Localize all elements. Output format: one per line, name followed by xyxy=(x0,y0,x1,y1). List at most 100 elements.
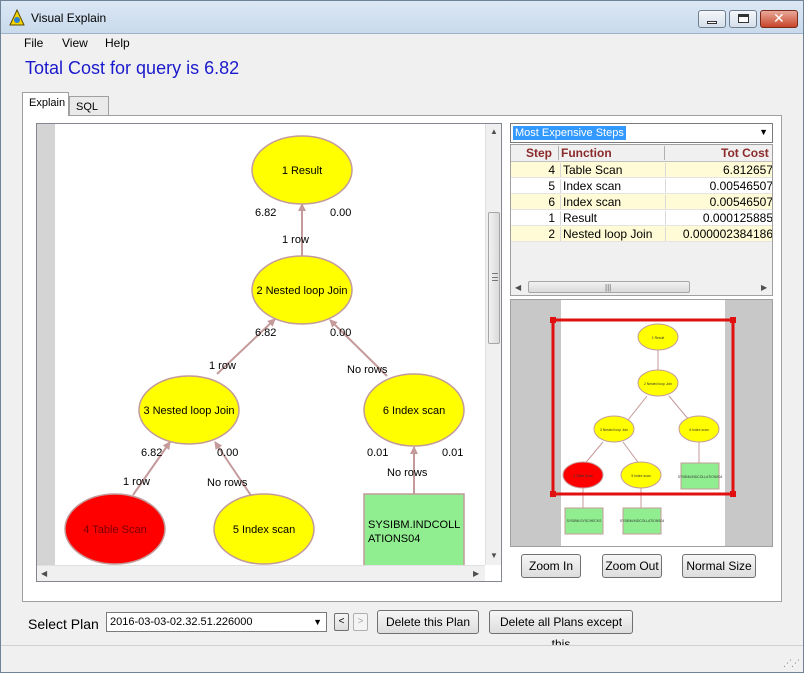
delete-plan-button[interactable]: Delete this Plan xyxy=(377,610,479,634)
node-4-table-scan[interactable] xyxy=(64,493,166,565)
column-function[interactable]: Function xyxy=(561,146,612,160)
node-5-label: 5 Index scan xyxy=(233,524,295,536)
scroll-right-icon[interactable]: ▶ xyxy=(473,569,480,578)
plan-select-value: 2016-03-03-02.32.51.226000 xyxy=(110,616,253,628)
column-divider[interactable] xyxy=(558,146,559,160)
zoom-out-button[interactable]: Zoom Out xyxy=(602,554,662,578)
minimap-node-4 xyxy=(562,461,604,489)
minimap-node-2 xyxy=(637,369,679,397)
minimap-edge xyxy=(627,395,648,421)
viewport-handle[interactable] xyxy=(730,491,736,497)
table-node-label-line1: SYSIBM.INDCOLL xyxy=(368,519,460,531)
window-title: Visual Explain xyxy=(31,11,107,25)
next-plan-button[interactable]: > xyxy=(353,613,368,631)
table-row[interactable]: 4 Table Scan 6.812657 xyxy=(511,162,772,178)
steps-filter-select[interactable]: Most Expensive Steps ▼ xyxy=(510,123,773,143)
minimap-node-1-label: 1 Result xyxy=(652,336,664,340)
minimap-node-6 xyxy=(678,415,720,443)
plan-overview-minimap[interactable]: 1 Result 2 Nested loop Join 3 Nested loo… xyxy=(510,299,773,547)
node-1-label: 1 Result xyxy=(282,165,322,177)
table-node-sysibm-indcollations04[interactable] xyxy=(363,493,465,565)
cell-function: Result xyxy=(560,211,665,225)
cell-cost: 0.000125885 xyxy=(665,211,772,225)
graph-horizontal-scrollbar[interactable]: ◀ ▶ xyxy=(37,565,485,581)
steps-table: Step Function Tot Cost 4 Table Scan 6.81… xyxy=(510,144,773,296)
table-row[interactable]: 1 Result 0.000125885 xyxy=(511,210,772,226)
edge-5-3-right-cost: 0.00 xyxy=(217,447,238,459)
edge-2-1-right-cost: 0.00 xyxy=(330,207,351,219)
scroll-down-icon[interactable]: ▼ xyxy=(490,551,498,560)
cell-step: 2 xyxy=(548,227,555,241)
minimap-table-node xyxy=(680,462,720,490)
node-1-result[interactable] xyxy=(251,135,353,205)
minimap-node-1 xyxy=(637,323,679,351)
cell-function: Index scan xyxy=(560,179,665,193)
minimap-table-label: SYSIBM.INDCOLLATIONS04 xyxy=(678,475,723,479)
column-step[interactable]: Step xyxy=(526,146,553,160)
previous-plan-button[interactable]: < xyxy=(334,613,349,631)
minimap-table-label: SYSIBM.SYSCHECKS xyxy=(567,519,602,523)
edge-5-3-rows: No rows xyxy=(207,477,248,489)
minimap-viewport-frame[interactable] xyxy=(551,318,735,496)
delete-all-plans-button[interactable]: Delete all Plans except this xyxy=(489,610,633,651)
scroll-up-icon[interactable]: ▲ xyxy=(490,127,498,136)
scroll-right-icon[interactable]: ▶ xyxy=(761,283,768,292)
viewport-handle[interactable] xyxy=(550,317,556,323)
resize-grip-icon[interactable]: ⋰⋰ xyxy=(783,658,800,668)
graph-vertical-thumb[interactable] xyxy=(488,212,500,344)
zoom-in-button[interactable]: Zoom In xyxy=(521,554,581,578)
node-2-nested-loop-join[interactable] xyxy=(251,255,353,325)
cell-step: 6 xyxy=(548,195,555,209)
close-button[interactable]: ✕ xyxy=(760,10,798,28)
table-row[interactable]: 5 Index scan 0.00546507 xyxy=(511,178,772,194)
edge-6-2-right-cost: 0.00 xyxy=(330,327,351,339)
minimap-table-node xyxy=(564,507,604,535)
node-6-label: 6 Index scan xyxy=(383,405,445,417)
minimap-table-node xyxy=(622,507,662,535)
cell-function: Table Scan xyxy=(560,163,665,177)
node-5-index-scan[interactable] xyxy=(213,493,315,565)
edge-2-1-rows: 1 row xyxy=(282,234,309,246)
minimize-button[interactable] xyxy=(698,10,726,28)
total-cost-title: Total Cost for query is 6.82 xyxy=(25,58,240,78)
minimap-edge xyxy=(622,441,641,466)
minimap-edge xyxy=(668,395,690,421)
node-6-index-scan[interactable] xyxy=(363,373,465,447)
steps-horizontal-scrollbar[interactable]: ◀ ||| ▶ xyxy=(511,279,772,295)
cell-cost: 6.812657 xyxy=(665,163,772,177)
graph-gutter xyxy=(37,124,55,565)
chevron-down-icon: ▼ xyxy=(759,127,768,137)
maximize-button[interactable] xyxy=(729,10,757,28)
menu-view[interactable]: View xyxy=(62,36,88,50)
menu-help[interactable]: Help xyxy=(105,36,130,50)
menu-file[interactable]: File xyxy=(24,36,44,50)
column-tot-cost[interactable]: Tot Cost xyxy=(721,146,769,160)
minimize-icon xyxy=(707,21,717,24)
edge-t1-6-left-cost: 0.01 xyxy=(367,447,388,459)
cell-function: Nested loop Join xyxy=(560,227,665,241)
grip-icon: ||| xyxy=(605,283,612,292)
tab-explain[interactable]: Explain xyxy=(22,92,69,116)
normal-size-button[interactable]: Normal Size xyxy=(682,554,756,578)
graph-vertical-scrollbar[interactable]: ▲ ▼ xyxy=(485,124,501,565)
table-row[interactable]: 6 Index scan 0.00546507 xyxy=(511,194,772,210)
edge-4-3 xyxy=(132,441,171,496)
plan-select[interactable]: 2016-03-03-02.32.51.226000 ▼ xyxy=(106,612,327,632)
scroll-left-icon[interactable]: ◀ xyxy=(41,569,48,578)
column-divider[interactable] xyxy=(664,146,665,160)
minimap-node-2-label: 2 Nested loop Join xyxy=(644,382,672,386)
edge-5-3 xyxy=(214,441,253,498)
steps-horizontal-thumb[interactable]: ||| xyxy=(528,281,690,293)
viewport-handle[interactable] xyxy=(550,491,556,497)
status-bar: ⋰⋰ xyxy=(1,645,803,672)
title-bar: Visual Explain ✕ xyxy=(1,1,803,34)
node-3-nested-loop-join[interactable] xyxy=(138,375,240,445)
edge-t1-6-rows: No rows xyxy=(387,467,428,479)
scroll-left-icon[interactable]: ◀ xyxy=(515,283,522,292)
cell-step: 4 xyxy=(548,163,555,177)
tab-sql[interactable]: SQL xyxy=(69,96,109,118)
access-plan-graph[interactable]: 1 Result 2 Nested loop Join 3 Nested loo… xyxy=(36,123,502,582)
table-row[interactable]: 2 Nested loop Join 0.000002384186 xyxy=(511,226,772,242)
viewport-handle[interactable] xyxy=(730,317,736,323)
